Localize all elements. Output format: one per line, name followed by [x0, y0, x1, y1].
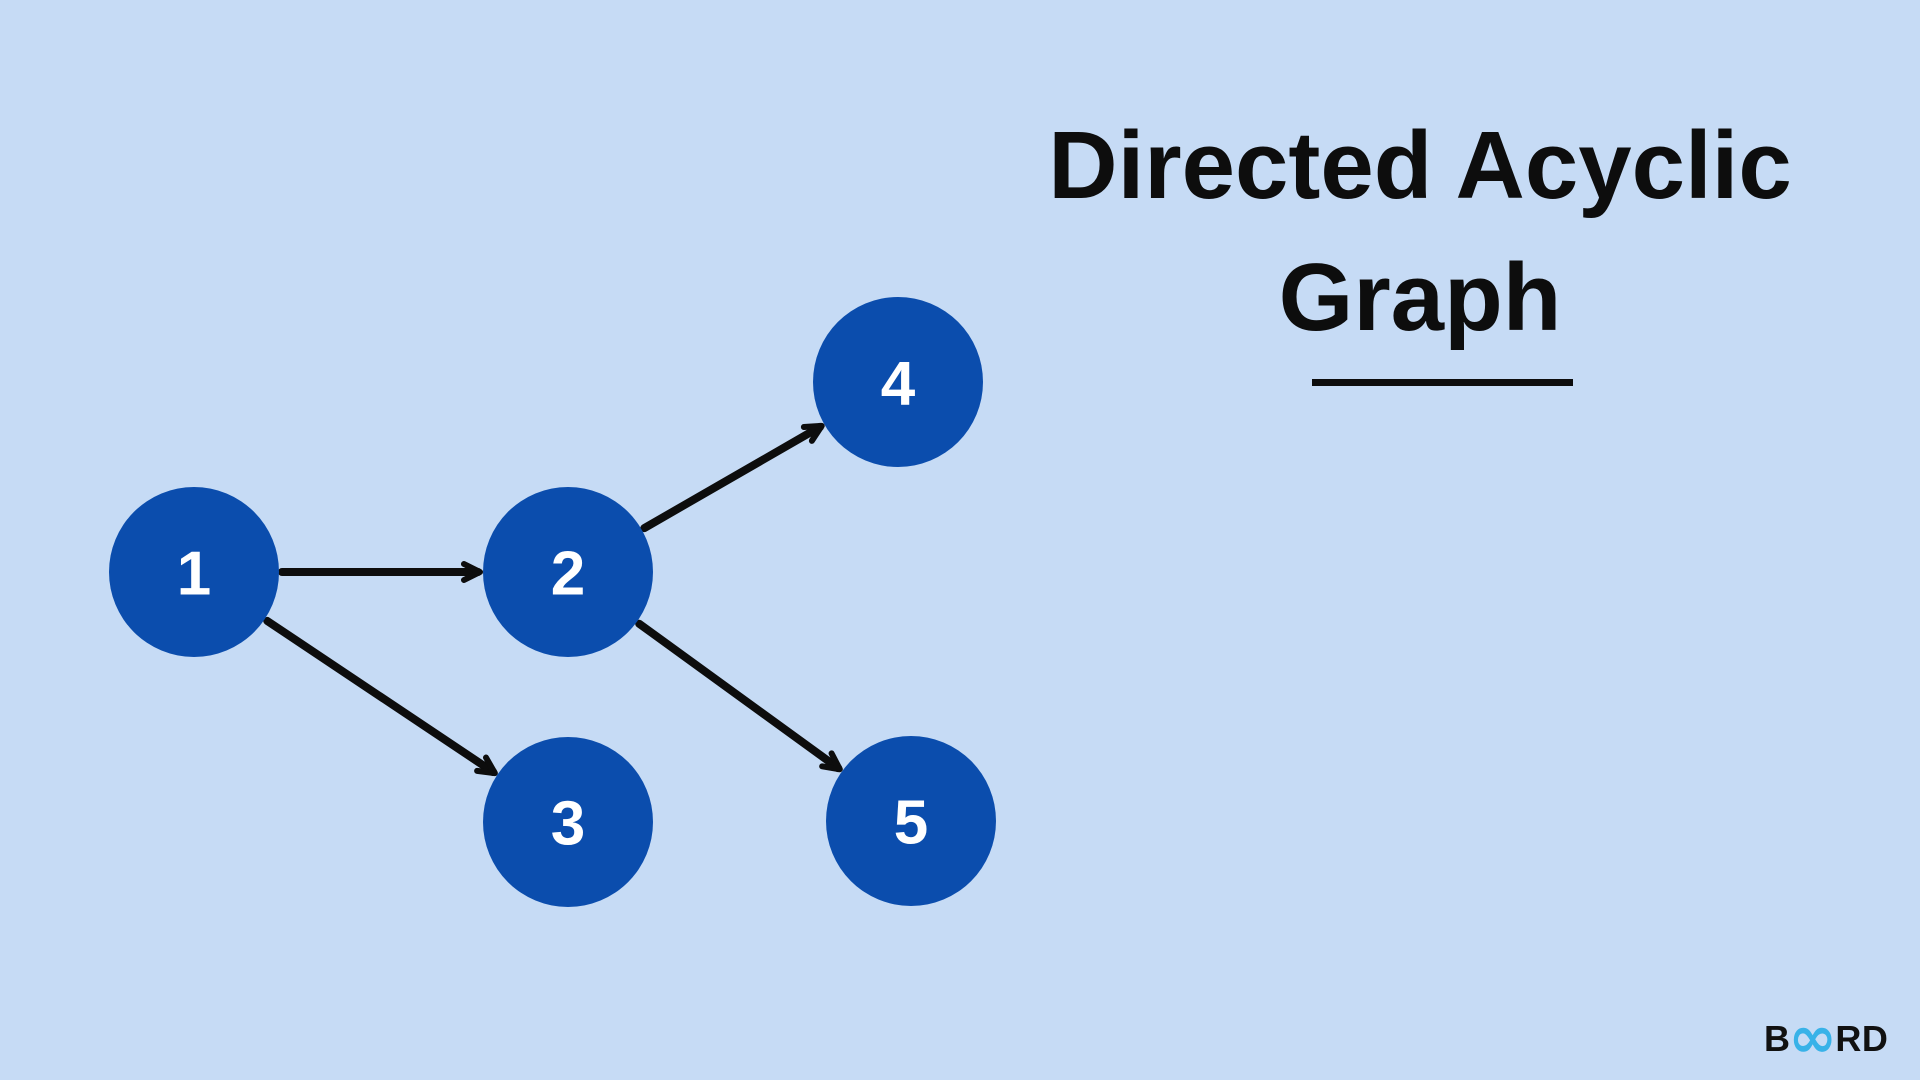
node-circle-1 [109, 487, 279, 657]
graph-node-5: 5 [826, 736, 996, 906]
graph-node-3: 3 [483, 737, 653, 907]
page-title-line1: Directed Acyclic [1048, 112, 1792, 219]
graph-node-4: 4 [813, 297, 983, 467]
logo-prefix: B [1764, 1018, 1791, 1059]
node-label-3: 3 [551, 790, 585, 859]
logo-suffix: RD [1835, 1018, 1889, 1059]
edge-2-5 [635, 619, 843, 773]
node-label-2: 2 [551, 540, 585, 609]
node-circle-3 [483, 737, 653, 907]
edge-1-3 [263, 616, 498, 777]
nodes-layer: 1 2 3 4 5 [109, 297, 996, 907]
edges-layer [263, 422, 843, 777]
page-title: Directed Acyclic Graph [960, 100, 1880, 364]
edge-2-4 [640, 422, 825, 533]
node-circle-4 [813, 297, 983, 467]
node-circle-2 [483, 487, 653, 657]
node-label-4: 4 [881, 350, 916, 419]
node-label-5: 5 [894, 789, 928, 858]
node-circle-5 [826, 736, 996, 906]
graph-node-2: 2 [483, 487, 653, 657]
title-underline [1312, 379, 1573, 386]
graph-node-1: 1 [109, 487, 279, 657]
node-label-1: 1 [177, 540, 211, 609]
page-title-line2: Graph [1278, 244, 1562, 351]
brand-logo: B ∞ RD [1764, 1003, 1889, 1071]
